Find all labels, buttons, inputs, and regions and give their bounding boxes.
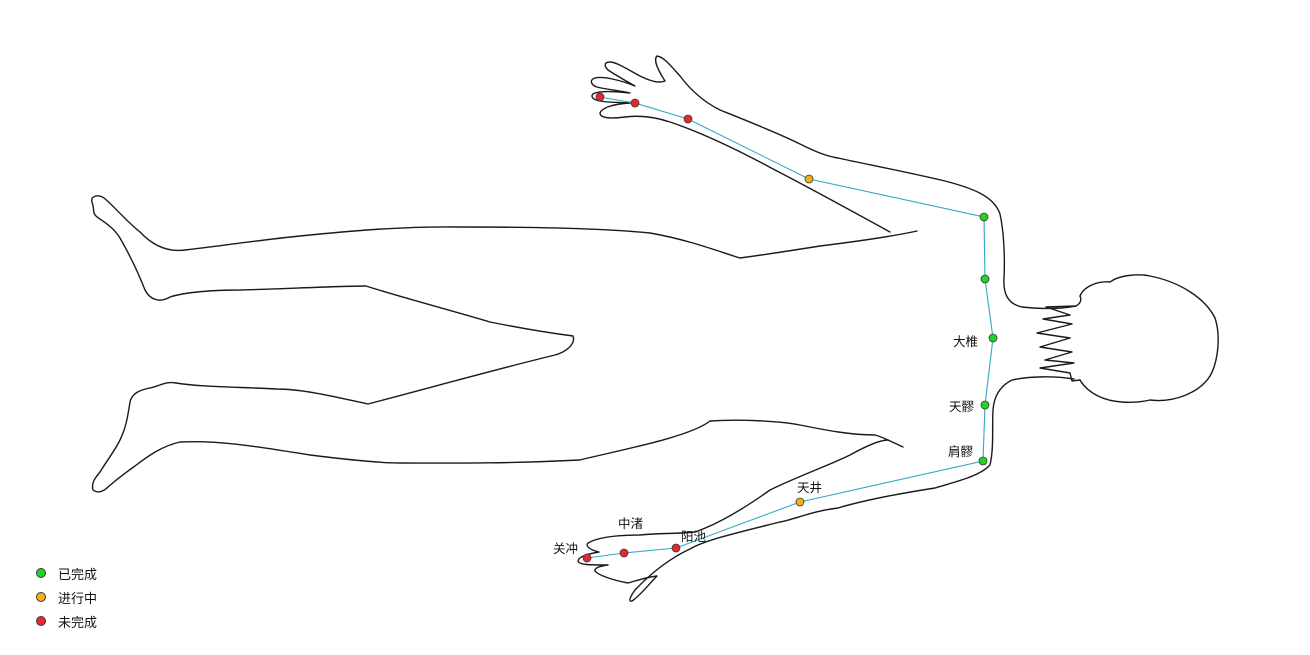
legend: 已完成 进行中 未完成	[36, 561, 97, 633]
acupoint-yangchi[interactable]	[671, 543, 681, 553]
legend-label-todo: 未完成	[58, 615, 98, 631]
acupoints	[582, 92, 998, 563]
acupoint-upper-elbow[interactable]	[804, 174, 814, 184]
legend-item-in-progress: 进行中	[36, 585, 97, 609]
acupoint-jianliao[interactable]	[978, 456, 988, 466]
upper-arm-outline	[590, 55, 1077, 310]
label-yangchi: 阳池	[681, 529, 707, 544]
lower-arm-outline	[577, 376, 1075, 602]
hair-outline	[1036, 295, 1082, 382]
acupoint-upper-finger-tip[interactable]	[595, 92, 605, 102]
label-tianjing: 天井	[797, 480, 822, 495]
acupoint-upper-finger-base[interactable]	[630, 98, 640, 108]
acupoint-upper-wrist[interactable]	[683, 114, 693, 124]
head-outline	[1079, 274, 1219, 404]
acupoint-zhongzhu[interactable]	[619, 548, 629, 558]
acupoint-tianliao[interactable]	[980, 400, 990, 410]
label-tianliao: 天髎	[949, 399, 975, 414]
acupoint-upper-shoulder-2[interactable]	[980, 274, 990, 284]
acupoint-guanchong[interactable]	[582, 553, 592, 563]
legend-label-done: 已完成	[58, 567, 98, 583]
label-zhongzhu: 中渚	[618, 516, 643, 531]
label-jianliao: 肩髎	[948, 444, 974, 459]
acupoint-labels: 大椎 天髎 肩髎 天井 阳池 中渚 关冲	[553, 334, 978, 556]
status-dot-icon	[36, 568, 46, 578]
label-guanchong: 关冲	[553, 541, 578, 556]
acupoint-tianjing[interactable]	[795, 497, 805, 507]
upper-leg-outline	[91, 195, 918, 493]
legend-item-done: 已完成	[36, 561, 97, 585]
acupoint-dazhui[interactable]	[988, 333, 998, 343]
legend-item-todo: 未完成	[36, 609, 97, 633]
body-outline	[91, 55, 1219, 602]
label-dazhui: 大椎	[953, 334, 978, 349]
status-dot-icon	[36, 616, 46, 626]
acupoint-upper-shoulder[interactable]	[979, 212, 989, 222]
status-dot-icon	[36, 592, 46, 602]
legend-label-in-progress: 进行中	[58, 591, 98, 607]
